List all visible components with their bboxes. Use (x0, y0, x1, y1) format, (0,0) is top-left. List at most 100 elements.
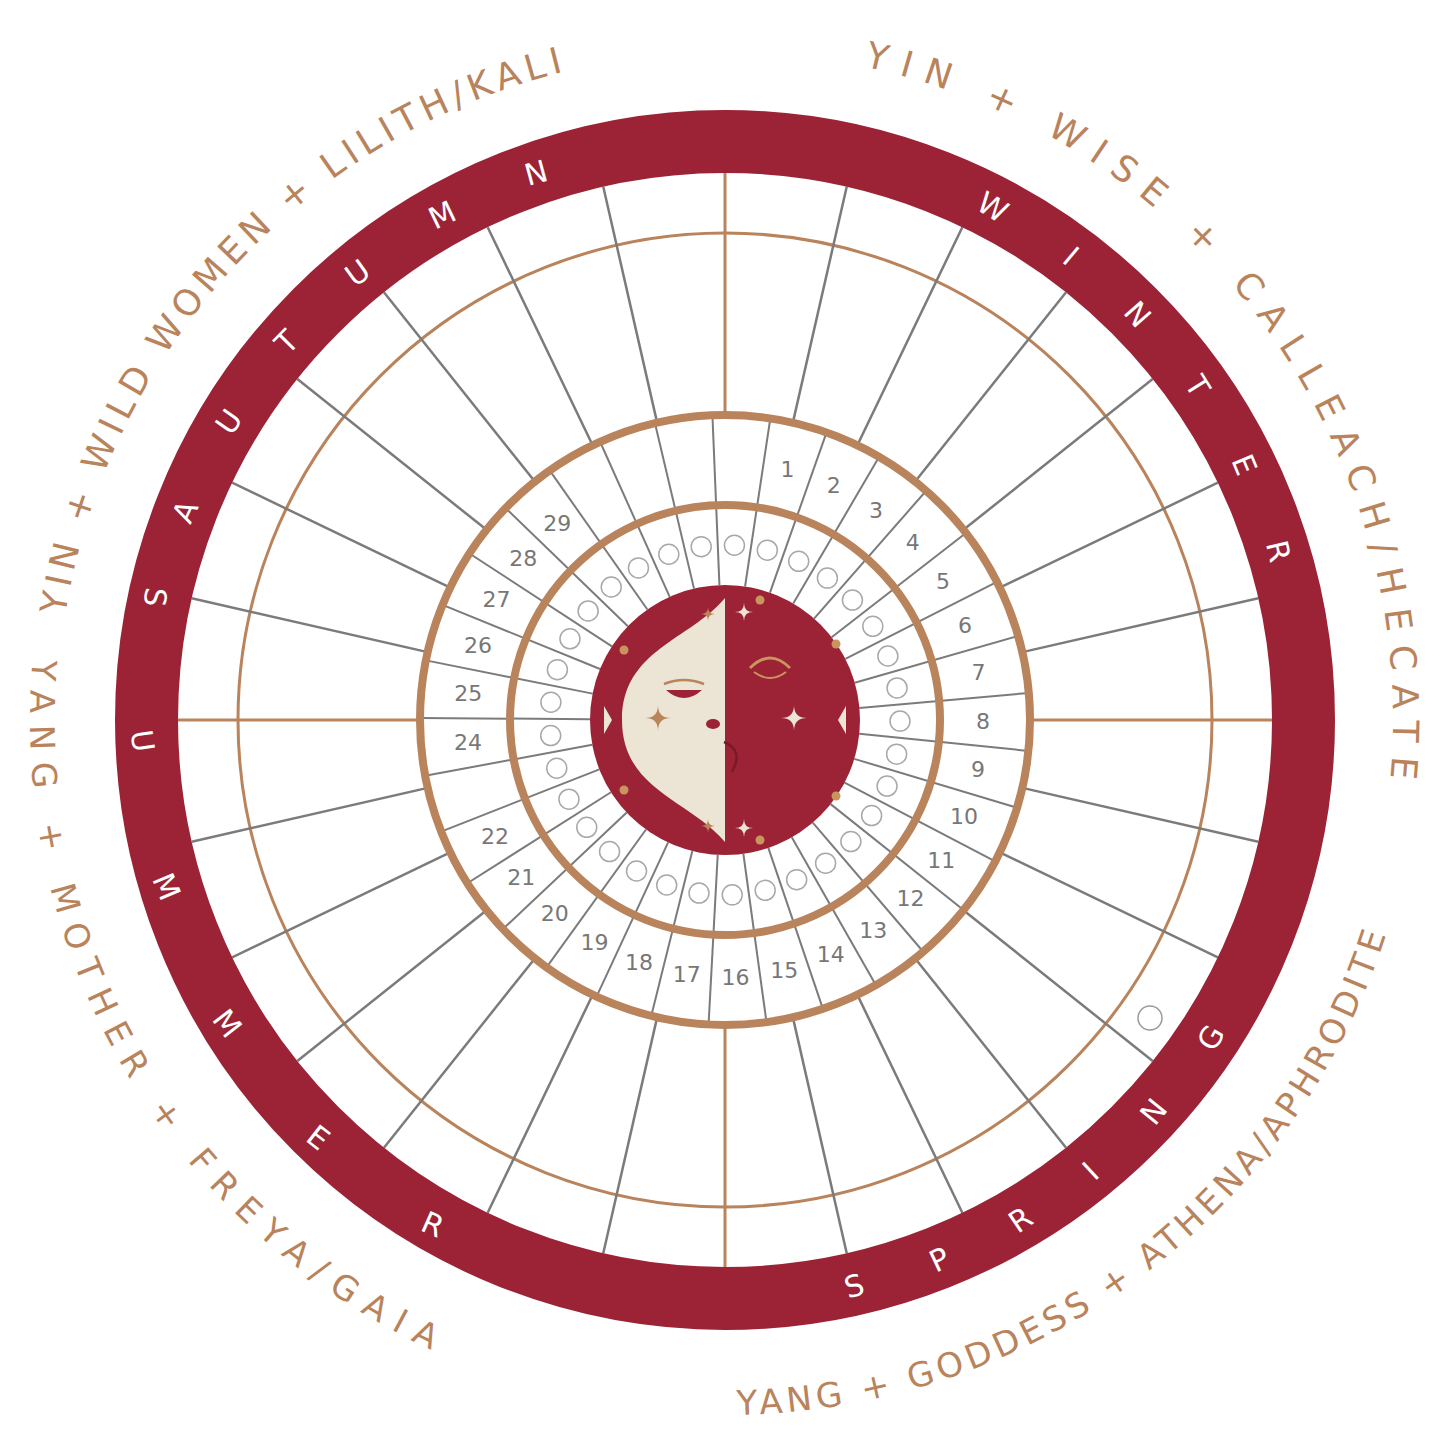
day-divider (467, 792, 611, 883)
day-circles (541, 535, 910, 905)
day-number: 7 (972, 662, 986, 684)
day-number: 25 (454, 683, 482, 705)
day-divider (859, 693, 1028, 708)
closed-eye (666, 690, 702, 698)
day-circle (877, 776, 897, 796)
face-stars (620, 596, 841, 845)
day-number: 27 (482, 589, 510, 611)
day-circle (600, 842, 620, 862)
day-number: 21 (507, 867, 535, 889)
axis-line (1030, 719, 1272, 722)
day-circle (547, 660, 567, 680)
spoke-line (1000, 483, 1218, 588)
day-number: 14 (817, 944, 845, 966)
spoke-line (384, 958, 535, 1147)
day-circle (722, 885, 742, 905)
spoke-line (488, 995, 593, 1213)
day-circle (627, 861, 647, 881)
season-name-path: SUMMER (124, 586, 565, 1296)
lips (706, 719, 720, 729)
day-circle (789, 551, 809, 571)
day-divider (503, 813, 627, 930)
day-circle (577, 817, 597, 837)
day-circle (578, 601, 598, 621)
day-divider (793, 457, 879, 604)
day-circle (887, 678, 907, 698)
day-divider (597, 842, 669, 996)
day-number: 16 (722, 967, 750, 989)
open-eye (750, 658, 790, 668)
day-circle (541, 726, 561, 746)
band-inner-ring (510, 505, 940, 935)
day-divider (814, 491, 926, 619)
day-divider (845, 582, 997, 659)
face-mark (838, 706, 846, 734)
axis-line (178, 719, 420, 722)
day-circle (628, 558, 648, 578)
day-number: 19 (581, 932, 609, 954)
spoke-line (384, 292, 535, 481)
day-number: 9 (971, 759, 985, 781)
day-divider (845, 783, 996, 862)
day-number: 3 (869, 500, 883, 522)
face-dot (620, 786, 629, 795)
spoke-line (963, 910, 1152, 1061)
day-circle (816, 853, 836, 873)
day-number: 15 (770, 960, 798, 982)
day-circle (755, 880, 775, 900)
day-number: 26 (464, 635, 492, 657)
day-circle (547, 758, 567, 778)
day-number: 2 (827, 475, 841, 497)
spoke-line (915, 958, 1066, 1147)
day-number: 17 (673, 964, 701, 986)
day-circle (659, 544, 679, 564)
spoke-line (297, 379, 486, 530)
axis-line (724, 1025, 727, 1267)
archetype-label: YANG + GODDESS + ATHENA/APHRODITE (735, 920, 1395, 1423)
season-name: WINTER (971, 184, 1314, 634)
day-number: 18 (625, 952, 653, 974)
star (735, 819, 753, 837)
spoke-line (793, 187, 847, 423)
day-divider (712, 415, 719, 585)
moon-face (590, 585, 860, 855)
spoke-line (603, 187, 657, 423)
season-name-path: SPRING (840, 956, 1267, 1305)
eye-lower (754, 672, 786, 678)
day-number: 13 (859, 920, 887, 942)
face-dot (620, 646, 629, 655)
archetype-label: YIN + WISE + CALLEACH/HECATE (861, 34, 1426, 795)
spoke-line (488, 227, 593, 445)
day-circle (559, 789, 579, 809)
spoke-line (793, 1017, 847, 1253)
day-number: 6 (958, 615, 972, 637)
day-circle (890, 711, 910, 731)
day-number: 28 (509, 548, 537, 570)
day-circle (863, 616, 883, 636)
star (781, 705, 807, 731)
face-disc (590, 585, 860, 855)
day-circle (560, 629, 580, 649)
day-number: 20 (541, 903, 569, 925)
day-number: 24 (454, 732, 482, 754)
day-circle (541, 692, 561, 712)
spoke-line (603, 1017, 657, 1253)
day-divider (547, 829, 646, 967)
face-dot (832, 792, 841, 801)
day-divider (469, 553, 611, 646)
day-circle (817, 568, 837, 588)
axis-line (724, 173, 727, 415)
star (701, 607, 715, 621)
spoke-line (857, 227, 962, 445)
star (645, 705, 671, 731)
spoke-line (1022, 788, 1258, 842)
day-number: 1 (780, 459, 794, 481)
day-circle (878, 646, 898, 666)
spoke-line (232, 852, 450, 957)
archetype-label-path: YIN + WISE + CALLEACH/HECATE (861, 34, 1426, 795)
band-outer-ring (420, 415, 1030, 1025)
